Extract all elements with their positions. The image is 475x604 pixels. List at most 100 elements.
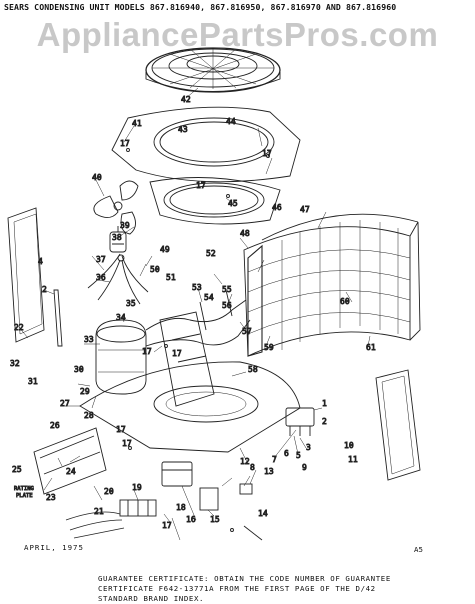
- callout-61: 61: [366, 343, 376, 352]
- wiring-harness[interactable]: [65, 511, 125, 539]
- contactor[interactable]: [285, 407, 315, 436]
- callout-31: 31: [28, 377, 38, 386]
- callout-32: 32: [10, 359, 20, 368]
- callout-52: 52: [206, 249, 216, 258]
- rating-plate-label-line2: PLATE: [16, 493, 33, 499]
- callout-17e: 17: [172, 349, 182, 358]
- callout-20: 20: [104, 487, 114, 496]
- cross-brace[interactable]: [53, 289, 63, 347]
- page-code: A5: [414, 545, 423, 554]
- callout-48: 48: [240, 229, 250, 238]
- leader-lines: [17, 87, 371, 541]
- callout-13: 13: [264, 467, 274, 476]
- callout-19: 19: [132, 483, 142, 492]
- callout-44: 44: [226, 117, 236, 126]
- callout-28: 28: [84, 411, 94, 420]
- callout-17h: 17: [116, 425, 126, 434]
- callout-5: 5: [296, 451, 301, 460]
- guarantee-line-1: GUARANTEE CERTIFICATE: OBTAIN THE CODE N…: [98, 574, 391, 583]
- center-panel[interactable]: [159, 311, 215, 407]
- callout-49: 49: [160, 245, 170, 254]
- callout-2b: 2: [322, 417, 327, 426]
- condenser-coil[interactable]: [243, 213, 421, 357]
- callout-27: 27: [60, 399, 70, 408]
- motor-mount[interactable]: [87, 253, 149, 305]
- callout-7: 7: [272, 455, 277, 464]
- rating-plate-label-line1: RATING: [14, 486, 34, 492]
- callout-16: 16: [186, 515, 196, 524]
- callout-34: 34: [116, 313, 126, 322]
- callout-3: 3: [306, 443, 311, 452]
- callout-22: 22: [14, 323, 24, 332]
- callout-53: 53: [192, 283, 202, 292]
- watermark: AppliancePartsPros.com: [36, 16, 439, 53]
- callout-55: 55: [222, 285, 232, 294]
- guarantee-line-3: STANDARD BRAND INDEX.: [98, 594, 205, 603]
- callout-26: 26: [50, 421, 60, 430]
- control-panel[interactable]: [33, 427, 107, 495]
- callout-17a: 17: [120, 139, 130, 148]
- callout-17g: 17: [122, 439, 132, 448]
- callout-33: 33: [84, 335, 94, 344]
- hardware-screws: [126, 148, 270, 541]
- callout-36: 36: [96, 273, 106, 282]
- left-side-panel[interactable]: [7, 207, 45, 343]
- callout-6: 6: [284, 449, 289, 458]
- callout-17c: 17: [196, 181, 206, 190]
- callout-50: 50: [150, 265, 160, 274]
- callout-2: 2: [42, 285, 47, 294]
- callout-58: 58: [248, 365, 258, 374]
- callout-29: 29: [80, 387, 90, 396]
- callout-8: 8: [250, 463, 255, 472]
- callout-17b: 17: [262, 149, 272, 158]
- terminal-block[interactable]: [119, 499, 157, 517]
- callout-23: 23: [46, 493, 56, 502]
- callout-54: 54: [204, 293, 214, 302]
- callout-30: 30: [74, 365, 84, 374]
- callout-25: 25: [12, 465, 22, 474]
- fan-guard-grille[interactable]: [145, 47, 281, 93]
- callout-43: 43: [178, 125, 188, 134]
- callout-24: 24: [66, 467, 76, 476]
- callout-51: 51: [166, 273, 176, 282]
- callout-17f: 17: [162, 521, 172, 530]
- refrigerant-tubing[interactable]: [145, 289, 251, 347]
- callout-14: 14: [258, 509, 268, 518]
- guarantee-line-2: CERTIFICATE F642-13771A FROM THE FIRST P…: [98, 584, 376, 593]
- guarantee-note: GUARANTEE CERTIFICATE: OBTAIN THE CODE N…: [98, 574, 391, 604]
- callout-45: 45: [228, 199, 238, 208]
- diagram-date: APRIL, 1975: [24, 543, 84, 552]
- compressor[interactable]: [95, 319, 147, 395]
- callout-35: 35: [126, 299, 136, 308]
- callout-1: 1: [322, 399, 327, 408]
- callout-42: 42: [181, 95, 191, 104]
- callout-47: 47: [300, 205, 310, 214]
- callout-59: 59: [264, 343, 274, 352]
- capacitor[interactable]: [161, 461, 193, 487]
- callout-18: 18: [176, 503, 186, 512]
- relay[interactable]: [199, 483, 253, 511]
- callout-10: 10: [344, 441, 354, 450]
- callout-9: 9: [302, 463, 307, 472]
- callout-38: 38: [112, 233, 122, 242]
- fan-motor[interactable]: [109, 226, 127, 253]
- base-pan[interactable]: [79, 361, 301, 453]
- callout-17d: 17: [142, 347, 152, 356]
- callout-56: 56: [222, 301, 232, 310]
- right-service-panel[interactable]: [375, 369, 421, 481]
- callout-40: 40: [92, 173, 102, 182]
- callout-57: 57: [242, 327, 252, 336]
- callout-15: 15: [210, 515, 220, 524]
- callout-37: 37: [96, 255, 106, 264]
- callout-4: 4: [38, 257, 43, 266]
- callout-21: 21: [94, 507, 104, 516]
- callout-60: 60: [340, 297, 350, 306]
- diagram-header: SEARS CONDENSING UNIT MODELS 867.816940,…: [4, 2, 397, 12]
- fan-blade[interactable]: [93, 180, 139, 235]
- callout-12: 12: [240, 457, 250, 466]
- orifice-ring[interactable]: [149, 177, 281, 225]
- callout-41: 41: [132, 119, 142, 128]
- callout-11: 11: [348, 455, 358, 464]
- callout-46: 46: [272, 203, 282, 212]
